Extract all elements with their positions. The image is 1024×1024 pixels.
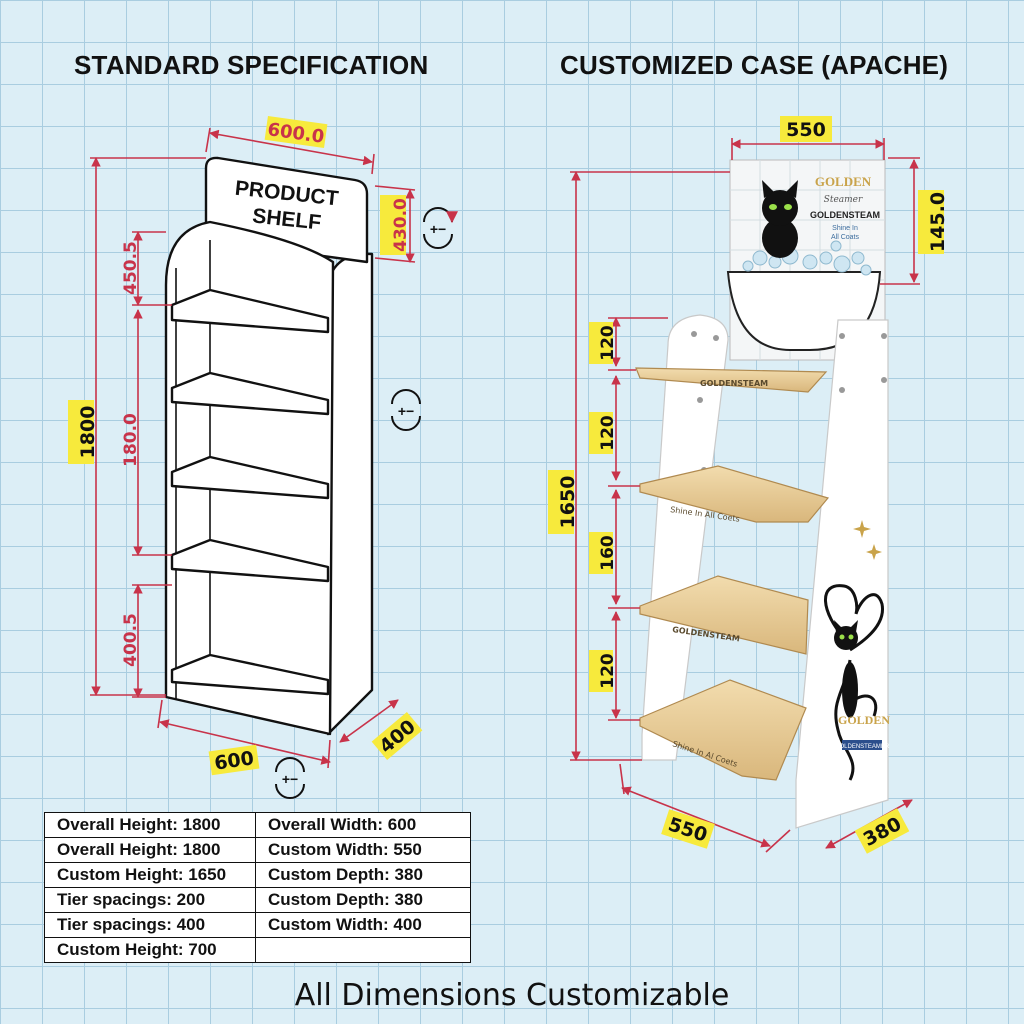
custom-dimension-lines bbox=[570, 138, 920, 853]
standard-shelf-board-3 bbox=[170, 455, 330, 500]
standard-shelf-board-1 bbox=[170, 288, 330, 334]
custom-tier-1-label: 120 bbox=[598, 325, 618, 361]
cat-in-tub-graphic bbox=[762, 180, 798, 258]
standard-shelf-board-5 bbox=[170, 653, 330, 696]
sparkle-icons bbox=[853, 520, 882, 560]
standard-shelf-board-2 bbox=[170, 371, 330, 416]
spec-table-cell bbox=[255, 937, 471, 963]
std-lower-spacing-label: 400.5 bbox=[121, 613, 141, 667]
dancing-cat-body bbox=[842, 662, 858, 718]
side-badge: GOLDENSTEAMER bbox=[835, 744, 890, 750]
spec-table-cell: Tier spacings: 400 bbox=[44, 912, 256, 938]
spec-table-cell: Custom Width: 400 bbox=[255, 912, 471, 938]
custom-wood-shelves bbox=[635, 367, 830, 781]
dancing-cat-head bbox=[834, 626, 858, 650]
spec-table-cell: Custom Depth: 380 bbox=[255, 887, 471, 913]
custom-shelf-board-4 bbox=[639, 679, 807, 781]
footer-caption: All Dimensions Customizable bbox=[294, 978, 730, 1013]
std-overall-height-label: 1800 bbox=[77, 406, 99, 459]
custom-overall-height-label: 1650 bbox=[557, 476, 579, 529]
standard-dimension-labels: 600.0 430.0 1800 450.5 180.0 400.5 600 4… bbox=[68, 115, 423, 776]
spec-table-cell: Overall Height: 1800 bbox=[44, 812, 256, 838]
rotate-adjust-icon: +− bbox=[275, 757, 305, 799]
rotate-adjust-icon: +− bbox=[423, 207, 458, 249]
svg-text:+−: +− bbox=[282, 771, 298, 787]
standard-spec-heading: STANDARD SPECIFICATION bbox=[74, 50, 429, 80]
custom-tier-2-label: 120 bbox=[598, 415, 618, 451]
brand-tagline-2: All Coats bbox=[831, 234, 860, 241]
custom-shelf-board-3 bbox=[639, 575, 809, 655]
std-base-width-label: 600 bbox=[213, 747, 255, 774]
std-header-height-label: 430.0 bbox=[391, 198, 411, 252]
standard-shelf-right-panel bbox=[326, 252, 374, 736]
brand-name: GOLDENSTEAM bbox=[810, 210, 880, 220]
std-upper-spacing-label: 450.5 bbox=[121, 241, 141, 295]
custom-tier-4-label: 120 bbox=[598, 653, 618, 689]
spec-table-cell: Custom Height: 1650 bbox=[44, 862, 256, 888]
custom-case-heading: CUSTOMIZED CASE (APACHE) bbox=[560, 50, 949, 80]
side-logo: GOLDEN bbox=[838, 713, 890, 727]
custom-shelf-board-1 bbox=[635, 367, 828, 393]
spec-table-row: Custom Height: 700 bbox=[44, 937, 471, 963]
std-middle-spacing-label: 180.0 bbox=[121, 413, 141, 467]
rotate-adjust-icon: +− bbox=[391, 389, 421, 431]
custom-dimension-labels: 550 145.0 1650 120 120 160 120 550 380 bbox=[548, 116, 949, 854]
spec-table-cell: Custom Depth: 380 bbox=[255, 862, 471, 888]
spec-table-cell: Tier spacings: 200 bbox=[44, 887, 256, 913]
side-badge-bg bbox=[842, 740, 882, 750]
brand-script: Steamer bbox=[824, 195, 863, 205]
custom-shelf: GOLDEN Steamer GOLDENSTEAM Shine In All … bbox=[635, 159, 890, 829]
standard-shelf-board-4 bbox=[170, 538, 330, 583]
standard-dimension-lines bbox=[90, 127, 416, 769]
custom-tier-3-label: 160 bbox=[598, 535, 618, 571]
brand-logo: GOLDEN bbox=[815, 174, 872, 189]
custom-header-height-label: 145.0 bbox=[927, 192, 949, 252]
spec-table-cell: Overall Height: 1800 bbox=[44, 837, 256, 863]
svg-text:+−: +− bbox=[430, 221, 446, 237]
spec-table-cell: Overall Width: 600 bbox=[255, 812, 471, 838]
custom-shelf-board-2 bbox=[639, 465, 830, 523]
brand-tagline-1: Shine In bbox=[832, 225, 858, 232]
standard-shelf bbox=[164, 156, 374, 736]
custom-right-panel bbox=[795, 319, 889, 829]
custom-left-panel bbox=[641, 314, 729, 761]
spec-table-cell: Custom Width: 550 bbox=[255, 837, 471, 863]
custom-top-width-label: 550 bbox=[786, 119, 826, 141]
shelf-label-1: GOLDENSTEAM bbox=[700, 379, 768, 388]
spec-table-cell: Custom Height: 700 bbox=[44, 937, 256, 963]
svg-text:+−: +− bbox=[398, 403, 414, 419]
